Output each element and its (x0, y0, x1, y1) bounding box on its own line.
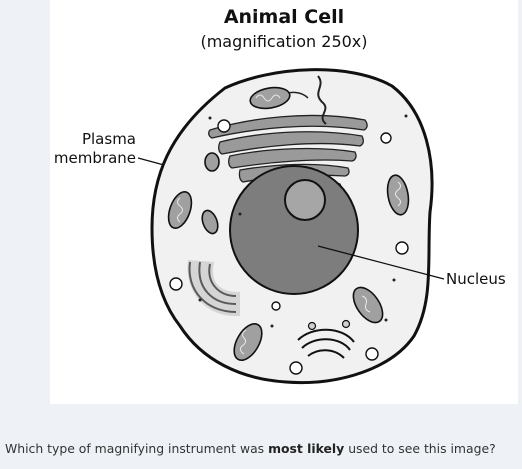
vesicles (169, 119, 409, 375)
question-emphasis: most likely (268, 441, 345, 456)
question-text-before: Which type of magnifying instrument was (5, 441, 269, 456)
diagram-title: Animal Cell (223, 6, 345, 28)
golgi-apparatus-lower (297, 328, 355, 359)
golgi-apparatus (188, 261, 237, 313)
mitochondrion (386, 174, 410, 216)
animal-cell-illustration (137, 68, 445, 385)
ribosomes (198, 114, 408, 328)
mitochondria (167, 86, 410, 361)
question-text-after: used to see this image? (344, 441, 496, 456)
plasma-membrane-label-line1: Plasma (81, 130, 136, 148)
er-strand (317, 75, 327, 125)
question-text: Which type of magnifying instrument was … (5, 441, 520, 456)
mitochondrion (204, 152, 220, 172)
plasma-membrane-leader-line (137, 157, 165, 166)
mitochondrion (167, 191, 193, 229)
nucleus-leader-line (317, 245, 445, 280)
mitochondrion (249, 86, 291, 110)
mitochondrion (352, 286, 384, 324)
plasma-membrane-label: Plasma membrane (50, 130, 136, 168)
nucleus-label: Nucleus (446, 270, 506, 288)
diagram-subtitle: (magnification 250x) (200, 32, 368, 51)
mitochondrion (201, 209, 219, 235)
nucleolus (284, 179, 326, 221)
figure-panel: Animal Cell (magnification 250x) (50, 0, 518, 404)
nucleus (229, 165, 359, 295)
plasma-membrane-label-line2: membrane (53, 149, 136, 167)
